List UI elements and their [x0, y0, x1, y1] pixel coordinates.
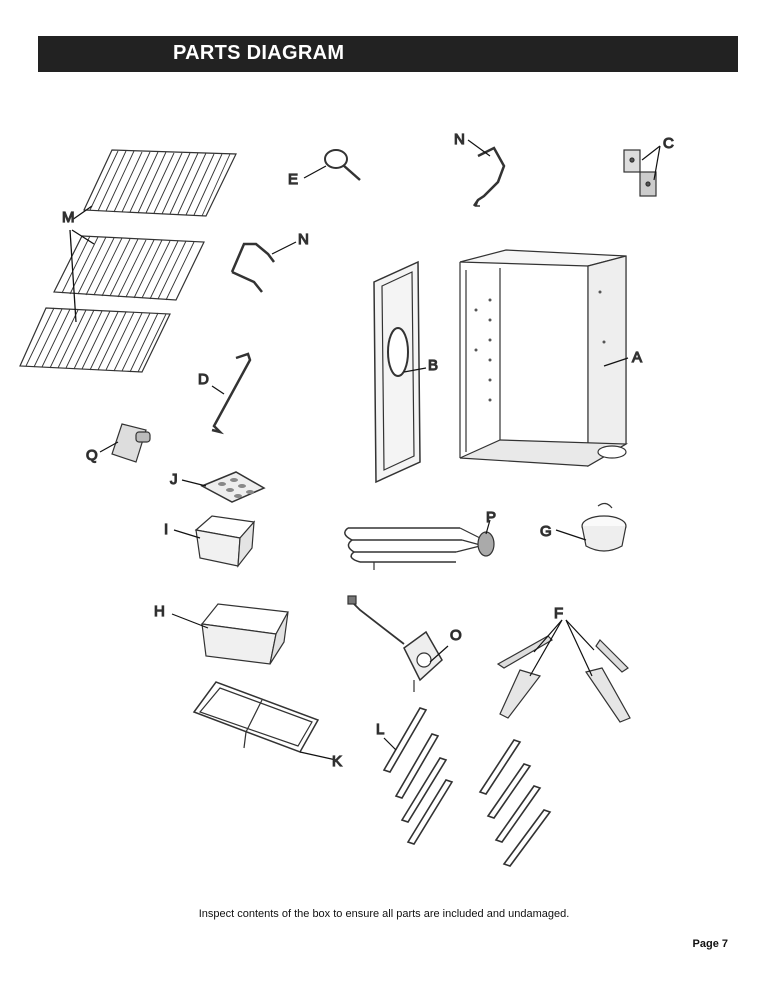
- label-n-lower: N: [298, 231, 309, 248]
- chip-tray: [173, 515, 256, 568]
- page-number: Page 7: [692, 938, 728, 950]
- rack-supports-right: [478, 739, 552, 867]
- door-handle-lower: [230, 241, 297, 293]
- drip-cup: [555, 502, 627, 552]
- chip-tray-lid: [181, 471, 266, 503]
- label-f: F: [554, 605, 563, 622]
- probe-ring: [303, 149, 361, 181]
- label-k: K: [332, 753, 342, 770]
- mounting-bracket: [99, 423, 151, 463]
- label-g: G: [540, 523, 552, 540]
- smoker-door: [373, 260, 427, 484]
- jerky-rack: [192, 681, 337, 761]
- cooking-grate-top: [83, 149, 237, 217]
- label-m: M: [62, 209, 75, 226]
- label-n-upper: N: [454, 131, 465, 148]
- label-b: B: [428, 357, 438, 374]
- label-h: H: [154, 603, 165, 620]
- inspection-note: Inspect contents of the box to ensure al…: [198, 908, 570, 920]
- door-handle-upper: [467, 139, 506, 207]
- temperature-controller: [347, 595, 449, 692]
- cooking-grate-middle: [53, 235, 205, 301]
- header-bar: PARTS DIAGRAM: [38, 36, 738, 72]
- door-latch: [211, 352, 252, 435]
- label-o: O: [450, 627, 462, 644]
- label-d: D: [198, 371, 209, 388]
- label-l: L: [376, 721, 384, 738]
- smoker-cabinet: [459, 249, 629, 468]
- leader-lines-m: [69, 205, 95, 323]
- label-e: E: [288, 171, 298, 188]
- label-p: P: [486, 509, 496, 526]
- label-a: A: [632, 349, 642, 366]
- water-pan: [171, 603, 289, 665]
- cooking-grate-bottom: [19, 307, 171, 373]
- rack-supports-left: [382, 707, 454, 845]
- label-j: J: [170, 471, 178, 488]
- door-hinges: [623, 145, 661, 197]
- label-c: C: [663, 135, 674, 152]
- label-q: Q: [86, 447, 98, 464]
- smoker-legs: [496, 619, 631, 723]
- label-i: I: [164, 521, 168, 538]
- heating-element: [344, 519, 495, 570]
- page-title: PARTS DIAGRAM: [173, 42, 345, 64]
